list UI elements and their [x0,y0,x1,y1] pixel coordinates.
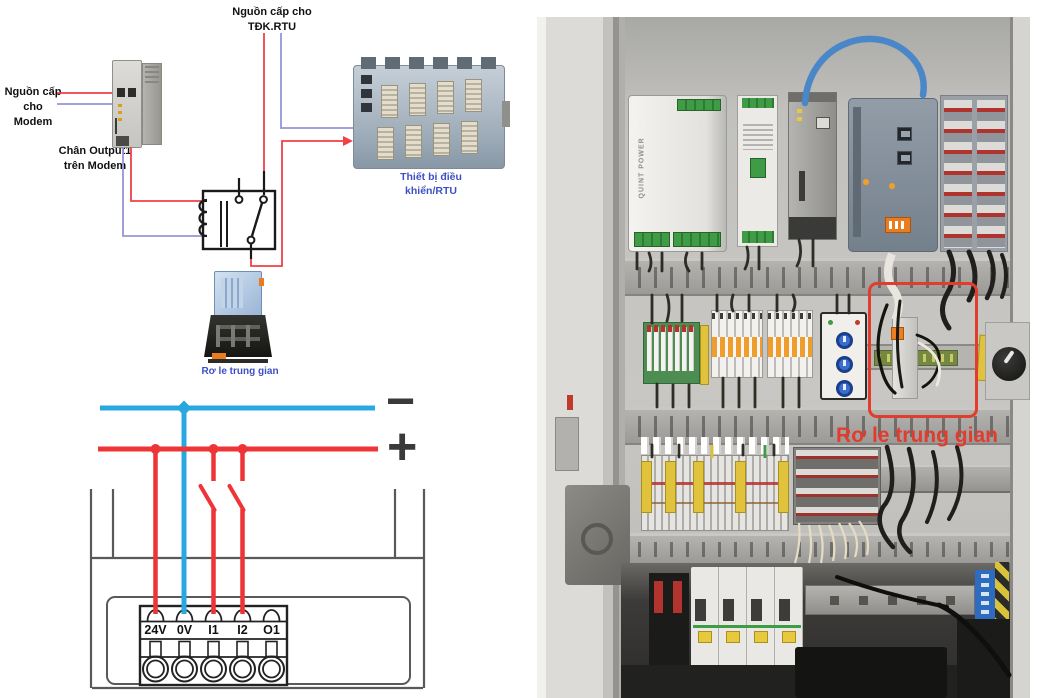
power-supply-unit: QUINT POWER [628,95,727,252]
modem-supply-line2: cho Modem [13,100,53,128]
terminal-label-i2: I2 [237,623,248,637]
timer-relay-module [820,312,867,400]
relay-caption-label: Rơ le trung gian [201,366,279,377]
diagram-wires-svg [57,33,426,690]
cellular-modem [788,92,837,240]
group-marker-tag [700,325,709,385]
terminal-strip-dense [793,447,881,525]
terminal-screw-circles [142,655,285,683]
terminal-labels-row: 24V 0V I1 I2 O1 [141,623,286,637]
cable-duct-lower [625,533,1010,565]
din-rail-tab [502,101,510,127]
wire-output1-blue [122,147,205,237]
relay-product-image [204,271,272,363]
timer-knob-3 [836,380,853,397]
photo-cables-svg [635,35,1012,678]
relay-coil [198,198,208,238]
rtu-top-connectors [361,57,499,69]
terminal-label-o1: O1 [263,623,280,637]
tdk-supply-line2: TĐK.RTU [247,20,297,33]
relay-highlight-rectangle [868,282,978,418]
arrowhead-to-rtu [343,136,353,146]
rtu-io-connector [885,217,911,233]
cam-switch [985,322,1030,400]
modem-ports [117,88,137,97]
terminal-label-0v: 0V [176,623,193,637]
relay-annotation-label: Rơ le trung gian [836,424,998,447]
ups-module [737,95,778,247]
terminal-label-24v: 24V [144,623,167,637]
switch-i2 [227,484,246,512]
sicam-rtu-module [848,98,938,252]
relay-schematic-symbol [198,171,277,259]
modem-leds [118,104,122,122]
modem-supply-label: Nguồn cấp cho Modem [4,85,62,130]
rtu-device-label: Thiết bị điều khiển/RTU [400,171,462,198]
ethernet-cable [801,35,927,107]
marshalling-terminals [940,95,1008,252]
terminal-label-i1: I1 [208,623,219,637]
wire-relay-to-rtu [250,140,343,267]
modem-output-line1: Chân Output1 [58,145,132,157]
relay-core [220,201,228,247]
modem-output-line2: trên Modem [63,159,127,172]
switch-i1 [198,484,217,512]
door-mounted-box [565,485,630,585]
terminal-block-drawing [138,604,289,687]
timer-knob-1 [836,332,853,349]
timer-knob-2 [836,356,853,373]
terminal-device-outline [89,489,426,690]
modem-device-image [112,60,162,148]
relay-contact-blade [250,202,264,237]
rtu-ethernet-port-2 [897,151,912,165]
door-hinge [555,417,579,471]
cabinet-photo: QUINT POWER [537,17,1030,698]
modem-ethernet-jack [816,117,830,129]
bottom-device-box [795,647,947,698]
rtu-ethernet-port-1 [897,127,912,141]
wire-output1-red [130,147,205,202]
modem-supply-line1: Nguồn cấp [4,86,62,98]
terminal-group-2 [767,310,813,378]
tdk-supply-label: Nguồn cấp cho TĐK.RTU [222,5,322,35]
bus-negative-junction [176,400,192,416]
rtu-device-image [353,57,510,169]
relay-module-bank [643,322,700,384]
terminal-group-1 [711,310,763,378]
rtu-ethernet-ports [361,75,372,115]
surge-protectors [649,573,689,665]
modem-rj45-port [116,136,129,146]
plus-symbol: + [387,418,418,476]
din-rail-right [881,465,1010,493]
tdk-supply-line1: Nguồn cấp cho [232,6,312,18]
circuit-breakers [691,567,803,671]
modem-output-label: Chân Output1 trên Modem [54,144,136,174]
minus-symbol: − [386,373,416,429]
wire-tdk-purple-to-rtu [280,33,353,129]
